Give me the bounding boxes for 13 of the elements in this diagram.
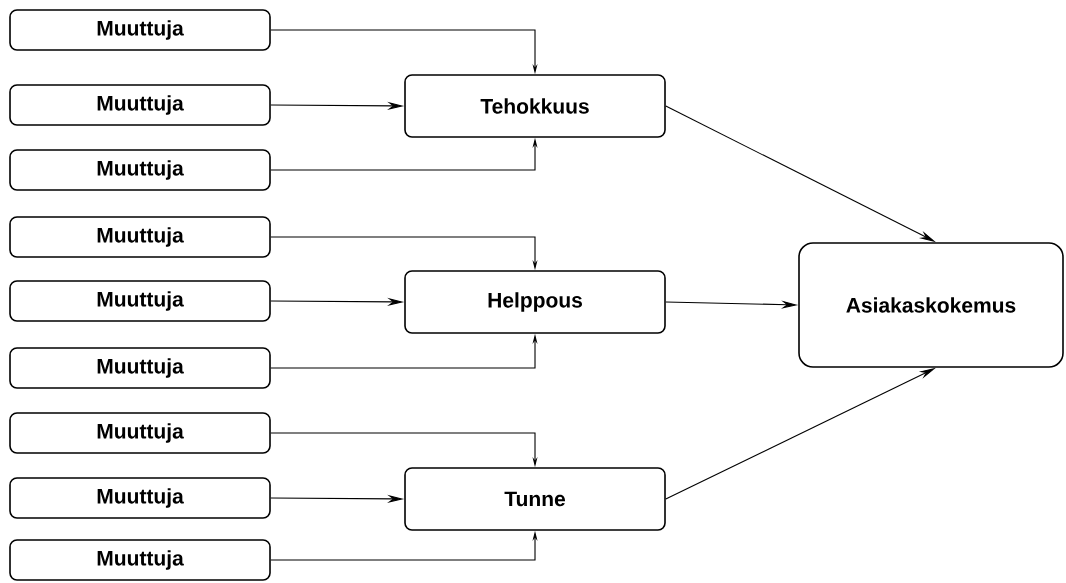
variable-box: Muuttuja	[9, 347, 271, 389]
variable-box: Muuttuja	[9, 280, 271, 322]
variable-box: Muuttuja	[9, 477, 271, 519]
variable-box: Muuttuja	[9, 412, 271, 454]
variable-box: Muuttuja	[9, 84, 271, 126]
factor-box: Helppous	[404, 270, 666, 334]
outcome-box: Asiakaskokemus	[798, 242, 1064, 368]
variable-box: Muuttuja	[9, 149, 271, 191]
variable-box: Muuttuja	[9, 539, 271, 581]
variable-box: Muuttuja	[9, 9, 271, 51]
variable-box: Muuttuja	[9, 216, 271, 258]
factor-box: Tunne	[404, 467, 666, 531]
factor-box: Tehokkuus	[404, 74, 666, 138]
